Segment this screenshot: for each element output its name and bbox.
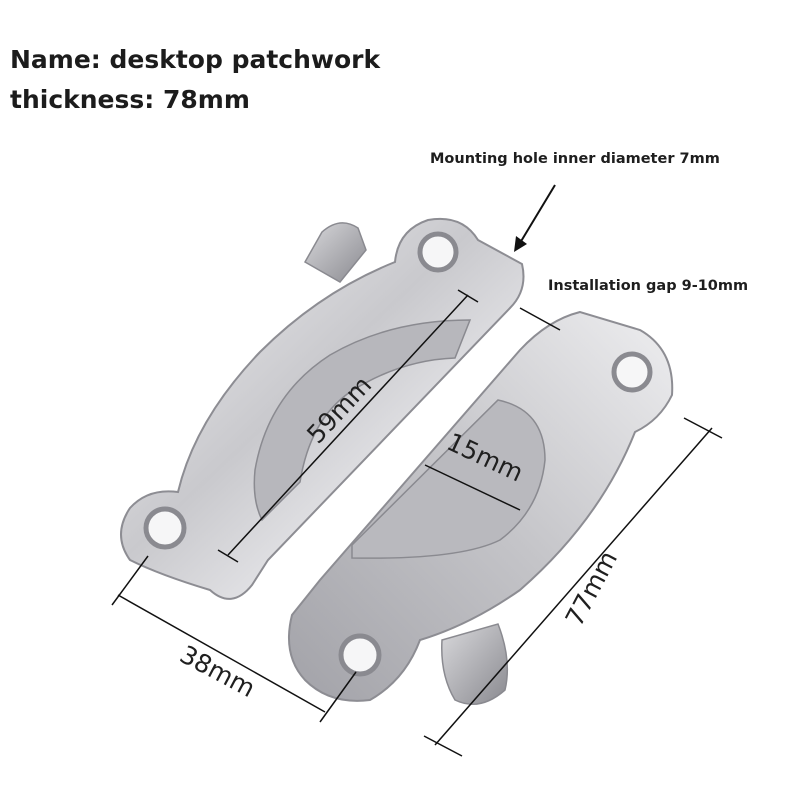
dimension-label-38mm: 38mm	[175, 640, 260, 703]
left-bracket-inner-arc	[253, 319, 472, 522]
right-bracket-tab	[441, 623, 509, 705]
right-mounting-hole-bottom	[338, 633, 382, 677]
left-mounting-hole-bottom	[143, 506, 187, 550]
product-title-block: Name: desktop patchwork thickness: 78mm	[10, 40, 380, 120]
right-mounting-hole-top	[611, 351, 653, 393]
installation-gap-callout: Installation gap 9-10mm	[548, 278, 749, 294]
left-bracket-piece	[120, 218, 525, 600]
product-thickness: thickness: 78mm	[10, 85, 250, 114]
left-bracket-tab	[303, 222, 367, 283]
left-mounting-hole-top	[417, 231, 459, 273]
mounting-hole-callout: Mounting hole inner diameter 7mm	[430, 151, 720, 167]
right-bracket-piece	[288, 310, 674, 705]
installation-gap-marker	[519, 307, 561, 331]
product-name: Name: desktop patchwork	[10, 45, 381, 74]
dimension-label-77mm: 77mm	[560, 546, 623, 631]
mounting-hole-arrow	[514, 184, 556, 252]
right-bracket-inner-segment	[351, 399, 546, 559]
